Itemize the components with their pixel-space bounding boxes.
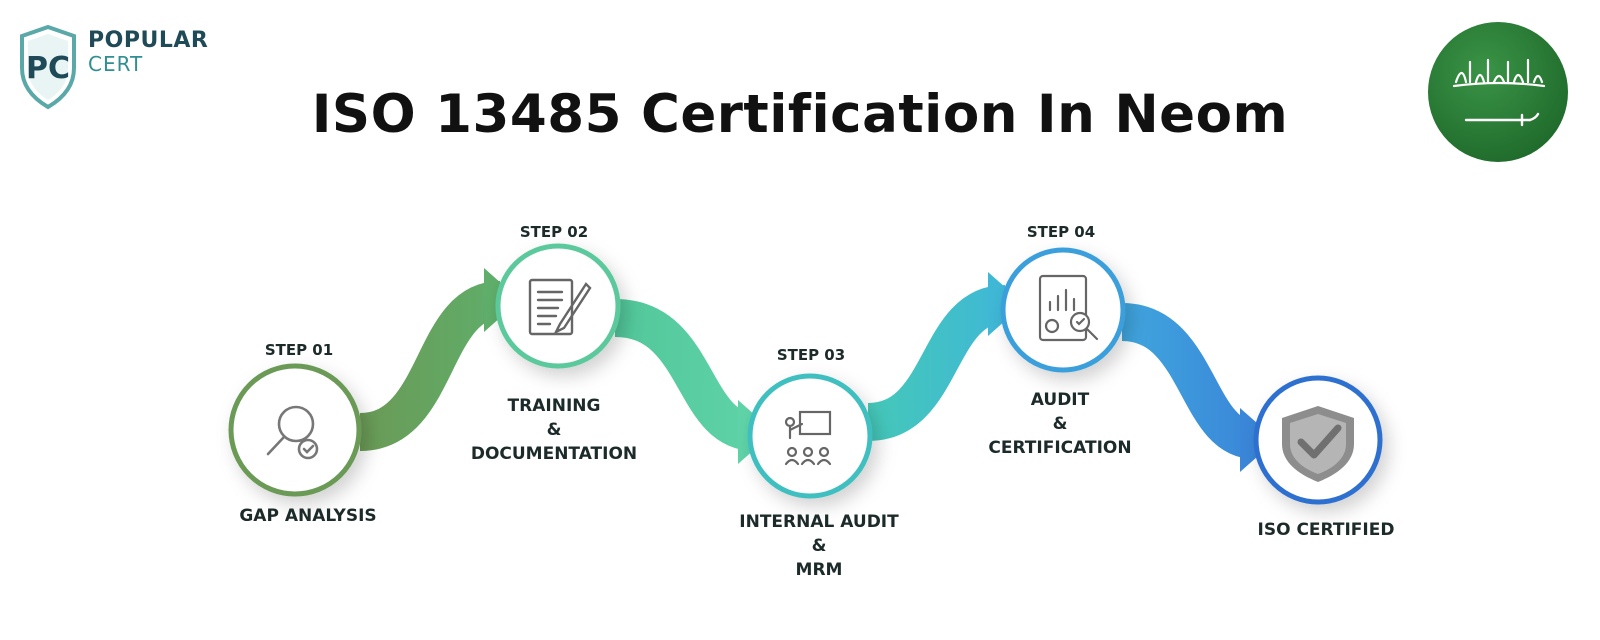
step-name-3: INTERNAL AUDIT & MRM xyxy=(689,510,949,582)
connector-4-5 xyxy=(1120,303,1258,459)
presentation-board-icon xyxy=(784,410,832,466)
step-3-title-line1: INTERNAL AUDIT xyxy=(739,512,899,532)
page-title: ISO 13485 Certification In Neom xyxy=(311,84,1289,145)
step-circle-4 xyxy=(1000,247,1126,373)
step-3-ampersand: & xyxy=(811,536,827,556)
report-analysis-icon xyxy=(1038,274,1099,342)
step-label-4: STEP 04 xyxy=(1026,223,1096,241)
brand-subname: CERT xyxy=(88,52,144,76)
shield-check-icon xyxy=(1282,406,1354,482)
step-label-2: STEP 02 xyxy=(519,223,589,241)
step-name-5: ISO CERTIFIED xyxy=(1196,518,1456,542)
step-2-ampersand: & xyxy=(546,420,562,440)
step-name-2: TRAINING & DOCUMENTATION xyxy=(424,394,684,466)
step-label-1: STEP 01 xyxy=(264,341,334,359)
step-4-ampersand: & xyxy=(1052,414,1068,434)
step-circle-3 xyxy=(747,373,873,499)
document-pen-icon xyxy=(528,278,592,336)
step-circle-2 xyxy=(495,243,621,369)
step-1-title: GAP ANALYSIS xyxy=(239,506,377,526)
step-label-3: STEP 03 xyxy=(776,346,846,364)
brand-name: POPULAR xyxy=(88,28,209,53)
step-name-4: AUDIT & CERTIFICATION xyxy=(930,388,1190,460)
brand-logo: PC POPULAR CERT xyxy=(18,24,208,114)
connector-1-2 xyxy=(358,281,502,451)
step-name-1: GAP ANALYSIS xyxy=(178,504,438,528)
step-circle-1 xyxy=(228,363,362,497)
step-2-title-line1: TRAINING xyxy=(507,396,601,416)
magnifier-check-icon xyxy=(266,405,319,460)
step-2-title-line2: DOCUMENTATION xyxy=(470,444,638,464)
step-4-title-line2: CERTIFICATION xyxy=(988,438,1132,458)
step-3-title-line2: MRM xyxy=(795,560,843,580)
step-5-title: ISO CERTIFIED xyxy=(1257,520,1395,540)
brand-monogram: PC xyxy=(26,51,70,86)
connector-2-3 xyxy=(613,299,757,451)
connector-3-4 xyxy=(866,285,1007,441)
step-4-title-line1: AUDIT xyxy=(1030,390,1090,410)
brand-shield-icon: PC xyxy=(20,24,76,110)
saudi-flag-icon xyxy=(1426,20,1571,165)
